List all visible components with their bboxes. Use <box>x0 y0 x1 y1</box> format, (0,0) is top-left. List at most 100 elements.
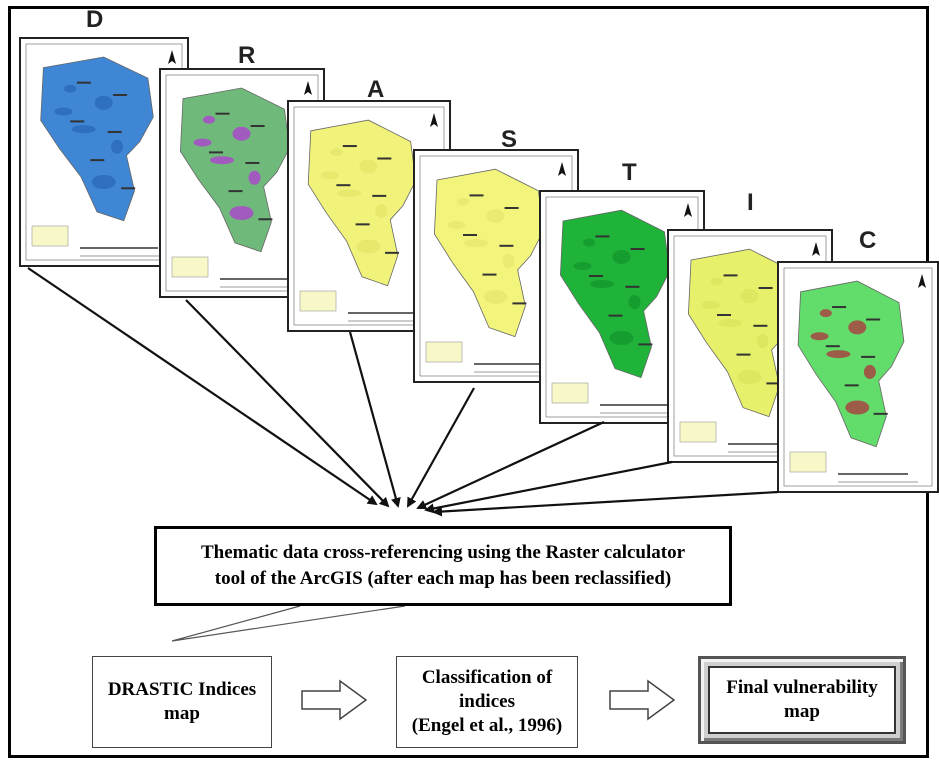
class-patch <box>71 125 96 134</box>
flow-arrow-1 <box>301 679 368 721</box>
class-patch <box>718 319 742 327</box>
map-letter-a: A <box>367 76 385 103</box>
place-label-mark <box>385 251 400 254</box>
class-patch <box>845 400 870 415</box>
place-label-mark <box>245 161 260 164</box>
classification-line-3: (Engel et al., 1996) <box>411 715 563 736</box>
class-patch <box>628 295 641 309</box>
map-to-callout-arrow <box>407 387 475 508</box>
class-patch <box>612 250 631 264</box>
place-label-mark <box>113 94 128 96</box>
map-legend <box>789 451 827 473</box>
drastic-indices-box: DRASTIC Indices map <box>92 656 272 748</box>
drastic-indices-line-1: DRASTIC Indices <box>107 679 257 700</box>
convergence-arrows <box>27 267 779 517</box>
class-patch <box>54 107 73 116</box>
classification-line-1: Classification of <box>421 667 553 688</box>
class-patch <box>483 290 508 304</box>
flow-arrow-2 <box>609 679 676 721</box>
place-label-mark <box>717 314 731 316</box>
class-patch <box>337 189 362 198</box>
map-letter-r: R <box>238 42 256 69</box>
place-label-mark <box>866 318 881 321</box>
class-patch <box>210 156 234 165</box>
north-arrow-icon <box>558 162 566 176</box>
map-legend <box>551 382 589 404</box>
class-patch <box>863 364 876 379</box>
class-patch <box>711 277 723 286</box>
class-patch <box>609 331 634 345</box>
place-label-mark <box>342 145 357 148</box>
map-to-callout-arrow <box>424 460 673 514</box>
class-patch <box>64 84 77 93</box>
place-label-mark <box>377 157 392 160</box>
class-patch <box>457 197 469 206</box>
place-label-mark <box>121 187 136 190</box>
study-area-shape <box>40 56 154 222</box>
class-patch <box>756 334 769 348</box>
class-patch <box>502 254 515 268</box>
place-label-mark <box>209 151 223 154</box>
place-label-mark <box>355 223 370 226</box>
study-area-shape <box>433 168 545 338</box>
place-label-mark <box>861 355 876 358</box>
place-label-mark <box>736 353 751 356</box>
callout-pointer <box>171 605 406 642</box>
class-patch <box>91 175 116 189</box>
map-letter-i: I <box>747 189 754 216</box>
class-patch <box>232 126 251 141</box>
north-arrow-icon <box>304 81 312 95</box>
map-letter-t: T <box>622 159 637 186</box>
map-to-callout-arrow <box>416 421 605 510</box>
class-patch <box>359 159 378 174</box>
place-label-mark <box>844 384 859 387</box>
class-patch <box>111 139 124 154</box>
north-arrow-icon <box>430 113 438 127</box>
class-patch <box>375 203 388 218</box>
place-label-mark <box>107 130 122 133</box>
place-label-mark <box>630 248 645 250</box>
place-label-mark <box>228 190 243 193</box>
study-area-shape <box>797 280 905 448</box>
map-to-callout-arrow <box>348 331 401 508</box>
final-vulnerability-line-1: Final vulnerability <box>726 677 878 698</box>
place-label-mark <box>372 194 387 197</box>
map-legend <box>31 225 69 247</box>
map-letter-d: D <box>86 6 104 33</box>
class-patch <box>590 280 614 288</box>
north-arrow-icon <box>684 203 692 217</box>
class-patch <box>486 209 505 223</box>
place-label-mark <box>250 125 265 127</box>
map-letter-s: S <box>501 126 518 153</box>
class-patch <box>321 171 339 180</box>
study-area-shape <box>559 209 671 379</box>
map-legend <box>425 341 463 363</box>
raster-calculator-callout: Thematic data cross-referencing using th… <box>154 526 732 606</box>
place-label-mark <box>469 194 484 197</box>
thematic-maps <box>19 37 939 493</box>
class-patch <box>193 138 212 147</box>
place-label-mark <box>76 81 91 84</box>
north-arrow-icon <box>812 242 820 256</box>
map-letter-c: C <box>859 227 877 254</box>
class-patch <box>583 238 595 247</box>
class-patch <box>464 239 488 247</box>
class-patch <box>447 221 466 229</box>
place-label-mark <box>753 324 768 327</box>
class-patch <box>701 301 720 309</box>
class-patch <box>826 350 851 359</box>
study-area-shape <box>179 87 291 253</box>
place-label-mark <box>595 235 610 238</box>
classification-line-2: indices <box>459 691 515 712</box>
map-to-callout-arrow <box>27 267 378 506</box>
callout-line-2: tool of the ArcGIS (after each map has b… <box>214 568 672 589</box>
final-vulnerability-box: Final vulnerability map <box>698 656 906 744</box>
class-patch <box>229 206 254 220</box>
map-to-callout-arrow <box>185 299 390 508</box>
place-label-mark <box>758 287 773 289</box>
place-label-mark <box>499 244 514 247</box>
map-legend <box>679 421 717 443</box>
place-label-mark <box>512 302 527 305</box>
map-inner-border <box>783 267 933 487</box>
